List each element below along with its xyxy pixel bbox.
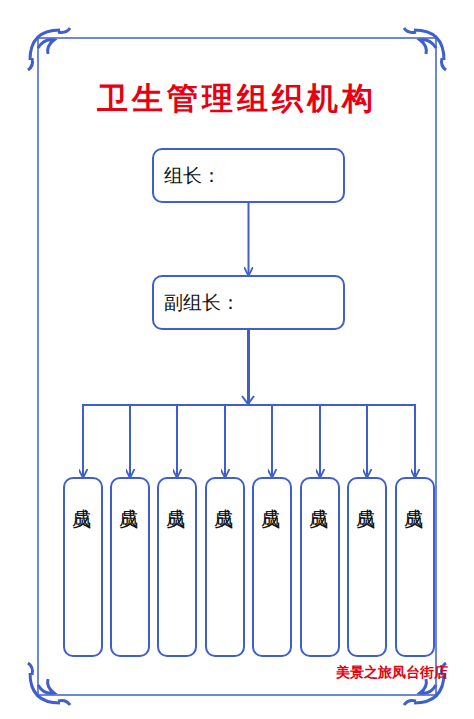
node-text: 组长： xyxy=(164,163,221,189)
node-text: 副组长： xyxy=(164,290,240,316)
node-text: 成员 xyxy=(212,493,238,655)
connector-arrow xyxy=(177,330,249,477)
node-text: 成员 xyxy=(307,493,333,655)
corner-ornament xyxy=(28,28,70,70)
node-text: 成员 xyxy=(354,493,380,655)
member-box: 成员 xyxy=(300,477,340,657)
connector-arrow xyxy=(130,330,249,477)
deputy-box: 副组长： xyxy=(152,275,345,330)
connector-arrow xyxy=(248,203,250,275)
frame-border xyxy=(38,38,436,695)
connector-arrow xyxy=(83,330,249,477)
corner-ornament xyxy=(28,663,70,705)
shop-name: 美景之旅凤台街店 xyxy=(336,664,448,682)
member-box: 成员 xyxy=(110,477,150,657)
connector-arrow xyxy=(249,330,273,477)
connector-arrow xyxy=(249,330,368,477)
member-box: 成员 xyxy=(63,477,103,657)
node-text: 成员 xyxy=(70,493,96,655)
diagram-title: 卫生管理组织机构 xyxy=(0,78,474,120)
node-text: 成员 xyxy=(164,493,190,655)
connector-arrow xyxy=(225,330,249,477)
member-box: 成员 xyxy=(395,477,435,657)
node-text: 成员 xyxy=(402,493,428,655)
member-box: 成员 xyxy=(252,477,292,657)
node-text: 成员 xyxy=(259,493,285,655)
member-box: 成员 xyxy=(205,477,245,657)
connector-arrow xyxy=(249,330,416,477)
member-box: 成员 xyxy=(347,477,387,657)
corner-ornaments xyxy=(28,28,446,705)
corner-ornament xyxy=(404,28,446,70)
leader-box: 组长： xyxy=(152,148,345,203)
member-box: 成员 xyxy=(157,477,197,657)
connector-arrow xyxy=(249,330,321,477)
node-text: 成员 xyxy=(117,493,143,655)
